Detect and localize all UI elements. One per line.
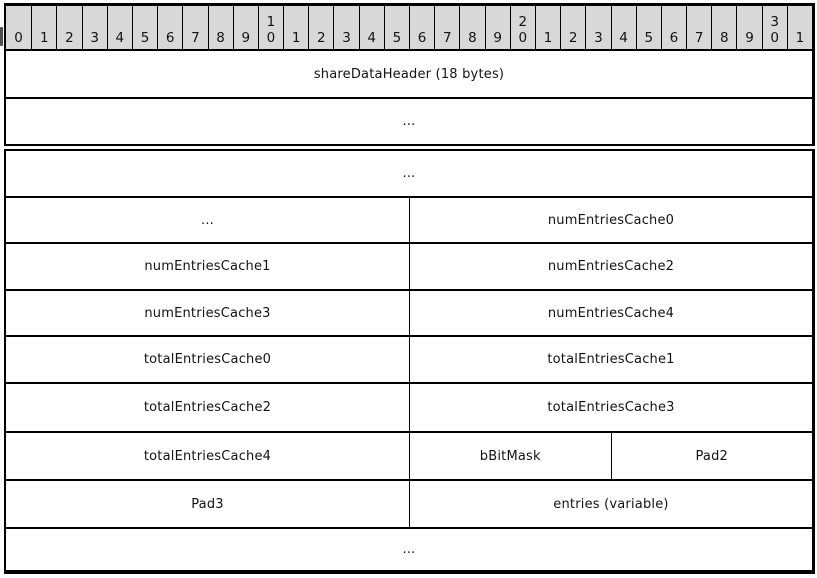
- bit-label: 2: [56, 6, 81, 49]
- bit-label: 0: [14, 30, 23, 46]
- bit-label: 7: [434, 6, 459, 49]
- bit-label: 8: [711, 6, 736, 49]
- field-b-bit-mask: bBitMask: [409, 433, 611, 479]
- bit-label: 2 0: [509, 6, 535, 49]
- field-row: totalEntriesCache0 totalEntriesCache1: [6, 337, 812, 384]
- continuation-dots: ...: [402, 166, 416, 181]
- field-pad2: Pad2: [610, 433, 813, 479]
- field-row: totalEntriesCache2 totalEntriesCache3: [6, 384, 812, 433]
- field-total-entries-cache-4: totalEntriesCache4: [143, 448, 272, 464]
- field-num-entries-cache-1: numEntriesCache1: [144, 259, 271, 274]
- field-row: Pad3 entries (variable): [6, 481, 812, 529]
- bit-label: 4: [610, 6, 636, 49]
- field-num-entries-cache-0: numEntriesCache0: [409, 198, 812, 242]
- bit-ruler-row: 0 1 2 3 4 5 6 7 8 9 1 0 1 2 3 4 5 6 7 8 …: [6, 6, 812, 51]
- packet-diagram-section-top: 0 1 2 3 4 5 6 7 8 9 1 0 1 2 3 4 5 6 7 8 …: [4, 3, 815, 146]
- bit-label: 2: [560, 6, 585, 49]
- field-num-entries-cache-2: numEntriesCache2: [409, 244, 812, 289]
- field-row: numEntriesCache3 numEntriesCache4: [6, 291, 812, 337]
- bit-label: 4: [106, 6, 132, 49]
- bit-label: 6: [409, 6, 434, 49]
- field-num-entries-cache-4: numEntriesCache4: [409, 291, 812, 335]
- bit-label: 3 0: [761, 6, 787, 49]
- field-total-entries-cache-1: totalEntriesCache1: [409, 337, 812, 382]
- bit-label: 5: [383, 6, 409, 49]
- continuation-dots: ...: [402, 542, 416, 557]
- bit-label: 4: [358, 6, 384, 49]
- field-row: ...: [6, 99, 812, 144]
- field-share-data-header: shareDataHeader (18 bytes): [313, 66, 505, 82]
- bit-label: 9: [232, 6, 258, 49]
- bit-label: 2: [308, 6, 333, 49]
- field-row: ...: [6, 529, 812, 570]
- bit-label: 3: [333, 6, 358, 49]
- bit-label: 1 0: [257, 6, 283, 49]
- bit-label: 7: [686, 6, 711, 49]
- field-row: totalEntriesCache4 bBitMask Pad2: [6, 433, 812, 481]
- bit-label: 6: [660, 6, 686, 49]
- bit-label: 1: [283, 6, 308, 49]
- continuation-dots: ...: [402, 114, 416, 129]
- page-edge-scroll-tab: [0, 27, 3, 46]
- bit-label: 8: [207, 6, 233, 49]
- continuation-dots: ...: [201, 212, 214, 228]
- field-row: ...: [6, 151, 812, 198]
- bit-label: 8: [459, 6, 484, 49]
- field-row: ... numEntriesCache0: [6, 198, 812, 244]
- bit-label: 5: [635, 6, 661, 49]
- field-entries: entries (variable): [409, 481, 812, 527]
- bit-label: 7: [182, 6, 207, 49]
- bit-label: 3: [585, 6, 610, 49]
- field-pad3: Pad3: [191, 496, 224, 512]
- field-num-entries-cache-3: numEntriesCache3: [144, 305, 271, 321]
- bit-label: 9: [736, 6, 761, 49]
- bit-label: 1: [31, 6, 56, 49]
- field-total-entries-cache-2: totalEntriesCache2: [143, 400, 272, 415]
- bit-label: 1: [534, 6, 560, 49]
- bit-label: 9: [484, 6, 510, 49]
- packet-diagram-section-bottom: ... ... numEntriesCache0 numEntriesCache…: [4, 149, 815, 574]
- field-total-entries-cache-0: totalEntriesCache0: [143, 352, 272, 367]
- field-row: numEntriesCache1 numEntriesCache2: [6, 244, 812, 291]
- bit-label: 5: [131, 6, 157, 49]
- bit-label: 6: [157, 6, 182, 49]
- field-row: shareDataHeader (18 bytes): [6, 51, 812, 99]
- field-total-entries-cache-3: totalEntriesCache3: [409, 384, 812, 431]
- bit-label: 1: [786, 6, 812, 49]
- bit-label: 3: [81, 6, 107, 49]
